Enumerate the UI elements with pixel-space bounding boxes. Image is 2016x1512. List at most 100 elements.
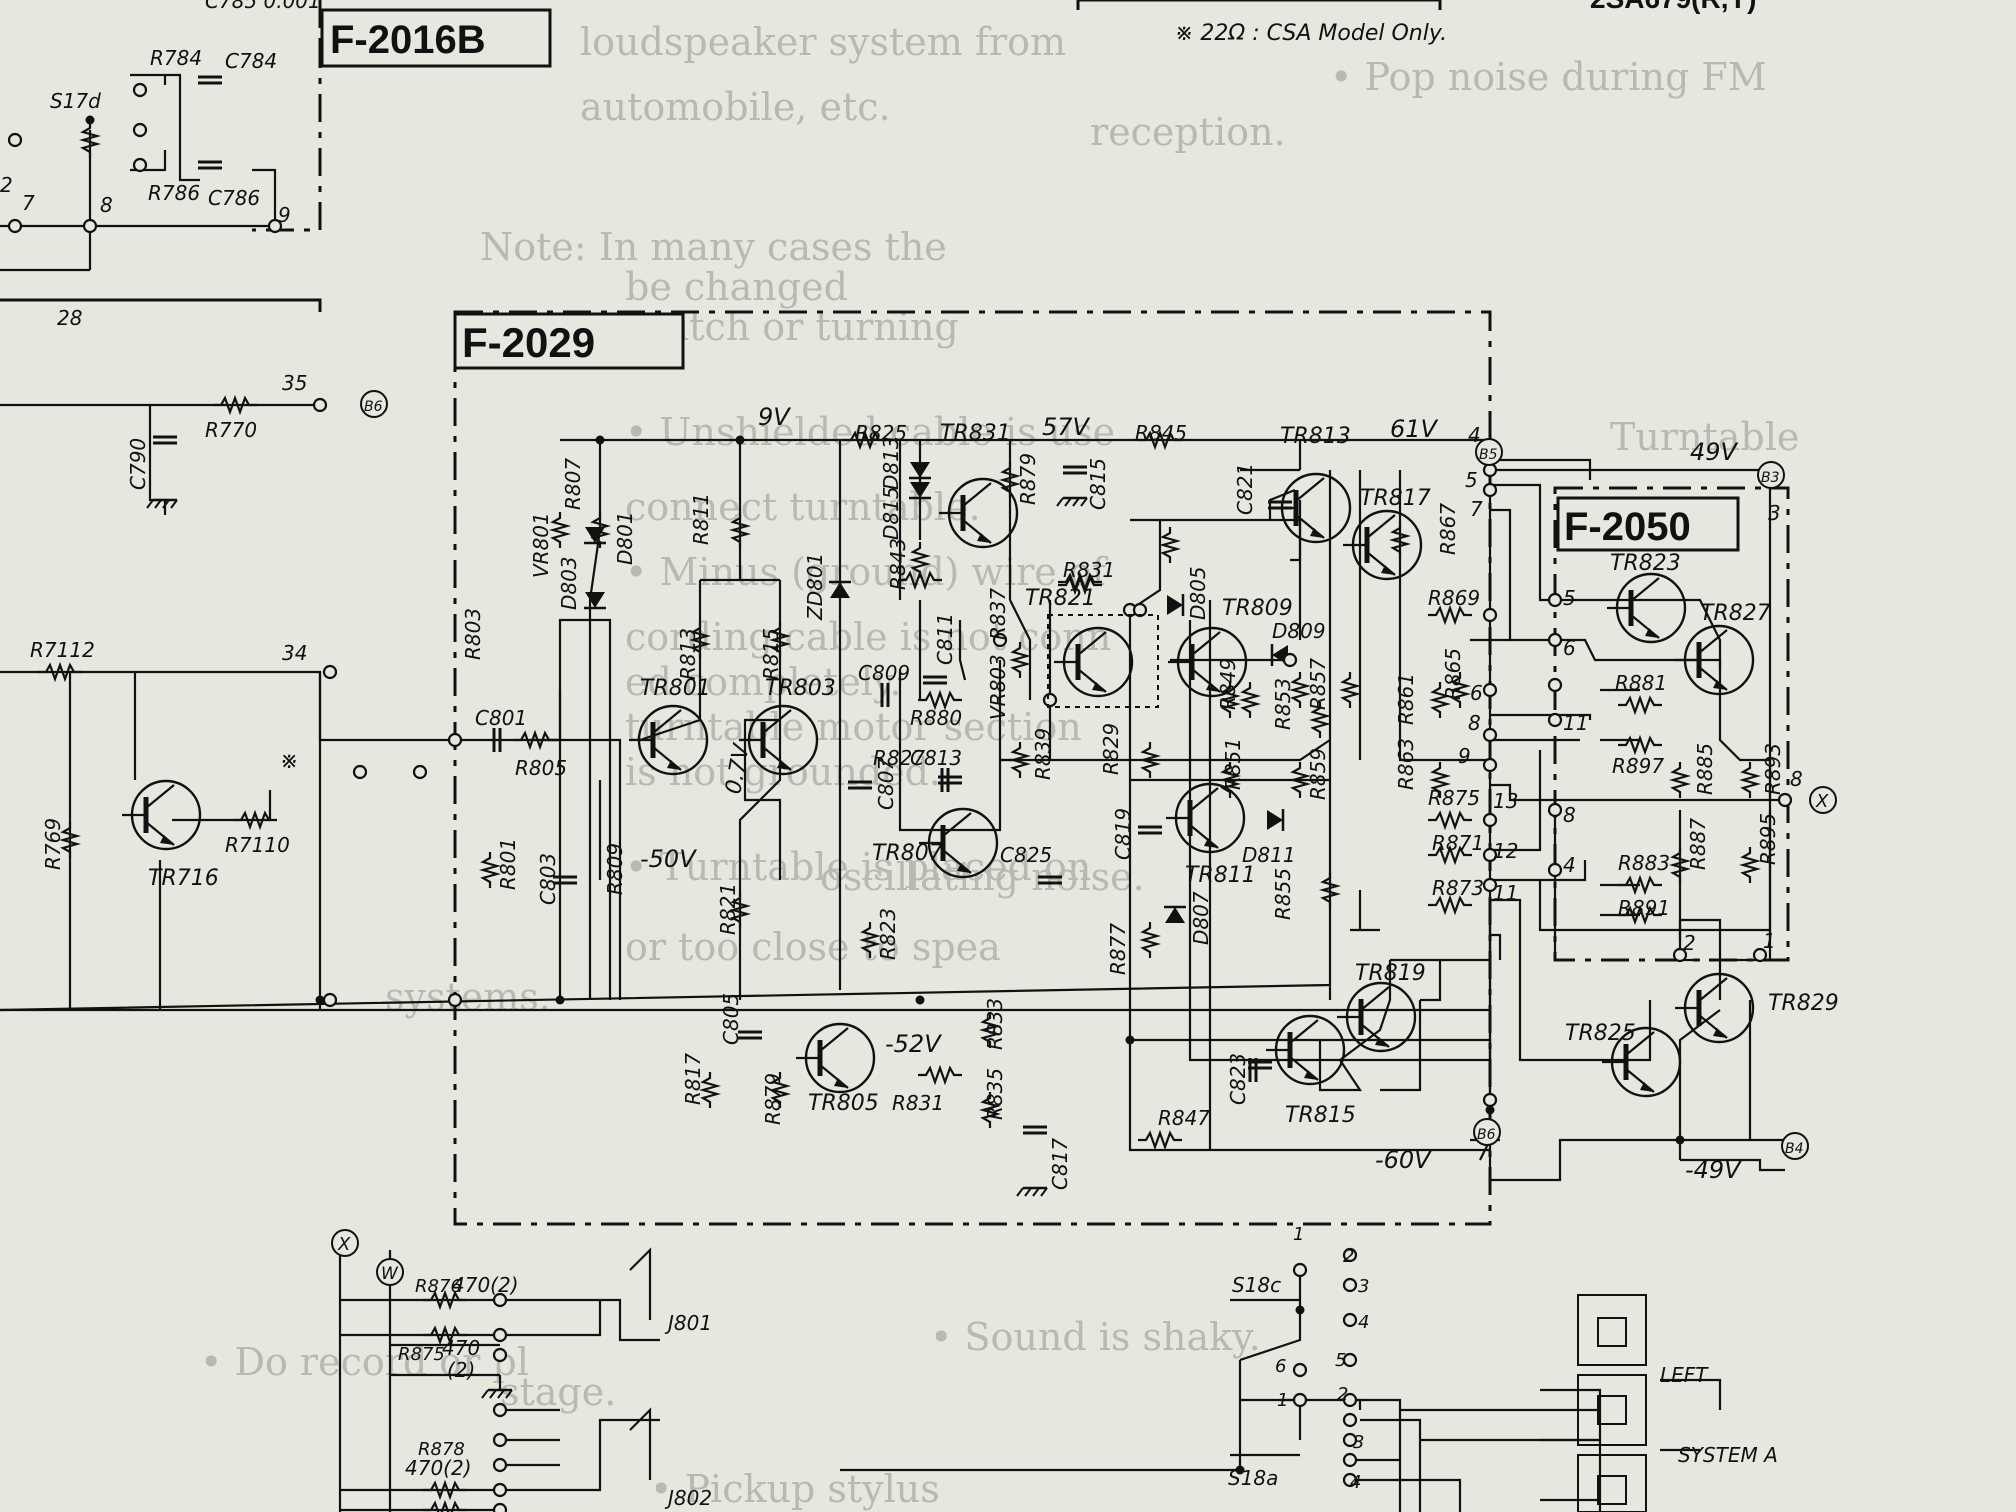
term-13: 13 — [1493, 789, 1518, 813]
r770-label: R770 — [205, 418, 257, 442]
tr803-label: TR803 — [765, 676, 836, 701]
d807-label: D807 — [1189, 891, 1213, 945]
r829-label: R829 — [1099, 723, 1123, 775]
s18c-label: S18c — [1232, 1273, 1281, 1297]
r823-label: R823 — [876, 908, 900, 960]
vr803-label: VR803 — [986, 654, 1010, 720]
c817-label: C817 — [1048, 1138, 1072, 1190]
background-text-line: reception. — [1090, 110, 1286, 154]
background-text-line: Turntable — [1610, 415, 1799, 459]
tr827-label: TR827 — [1700, 601, 1771, 626]
tr821-label: TR821 — [1025, 586, 1096, 611]
sw2-term-1: 1 — [1277, 1390, 1288, 1411]
d815-label: D815 — [879, 486, 903, 540]
r784-label: R784 — [150, 46, 202, 70]
r843-label: R843 — [886, 538, 910, 590]
label-x-bottom: X — [337, 1234, 351, 1255]
background-text-line: • Do record or pl — [200, 1340, 529, 1384]
term-2: 2 — [0, 173, 13, 197]
s17d-label: S17d — [50, 89, 101, 113]
r803-label: R803 — [461, 608, 485, 660]
r875-label: R875 — [1428, 786, 1480, 810]
label-b5: B5 — [1479, 447, 1498, 463]
term-8: 7 — [22, 191, 35, 215]
term-10b: 9 — [1458, 744, 1471, 768]
background-text-line: • Turntable is placed on — [625, 845, 1091, 889]
sw2-term-3: 3 — [1353, 1432, 1364, 1453]
c790-label: C790 — [126, 438, 150, 490]
r876-value: 470(2) — [452, 1273, 519, 1297]
r847-label: R847 — [1158, 1106, 1210, 1130]
c823-label: C823 — [1226, 1053, 1250, 1105]
tr831-label: TR831 — [940, 421, 1011, 446]
tr801-label: TR801 — [640, 676, 711, 701]
r885-label: R885 — [1693, 743, 1717, 795]
tr819-label: TR819 — [1355, 961, 1426, 986]
r805-label: R805 — [515, 756, 567, 780]
background-text-line: • Minus (ground) wire of — [625, 550, 1109, 594]
r831b-label: R831 — [1063, 558, 1115, 582]
c813-label: C813 — [910, 746, 962, 770]
term-12: 12 — [1493, 839, 1518, 863]
r7112-label: R7112 — [30, 638, 95, 662]
tr807-label: TR807 — [872, 841, 943, 866]
tr815-label: TR815 — [1285, 1103, 1356, 1128]
sw-term-2: 2 — [1343, 1246, 1354, 1267]
background-text-line: loudspeaker system from — [580, 20, 1066, 64]
r827-label: R827 — [873, 746, 925, 770]
background-text-line: Note: In many cases the — [480, 225, 947, 269]
c821-label: C821 — [1233, 463, 1257, 515]
r881-label: R881 — [1615, 671, 1667, 695]
sw-term-4: 4 — [1358, 1312, 1369, 1333]
f2050-term-6: 6 — [1563, 636, 1576, 660]
sw2-term-2: 2 — [1337, 1384, 1348, 1405]
c809-label: C809 — [858, 661, 910, 685]
r837-label: R837 — [986, 588, 1010, 640]
csa-note: ※ 22Ω : CSA Model Only. — [1175, 21, 1447, 46]
voltage-57v: 57V — [1042, 413, 1091, 441]
background-text-line: automobile, etc. — [580, 85, 891, 129]
r835-label: R835 — [983, 1068, 1007, 1120]
voltage-9v: 9V — [758, 403, 791, 431]
r831a-label: R831 — [892, 1091, 944, 1115]
d811-label: D811 — [1242, 843, 1296, 867]
r857-label: R857 — [1306, 658, 1330, 710]
c815-label: C815 — [1086, 458, 1110, 510]
r855-label: R855 — [1271, 868, 1295, 920]
background-text-line: systems. — [385, 975, 551, 1019]
d803-label: D803 — [557, 556, 581, 610]
r853-label: R853 — [1271, 678, 1295, 730]
label-b3: B3 — [1761, 470, 1780, 486]
j802-label: J802 — [664, 1486, 712, 1510]
sw-term-5: 5 — [1335, 1350, 1346, 1371]
background-text-line: be changed — [625, 265, 848, 309]
background-text-line: ed completely. — [625, 660, 901, 704]
terminals — [331, 390, 1837, 1286]
term-5: 5 — [1465, 468, 1478, 492]
zd801-label: ZD801 — [803, 553, 827, 621]
r817-label: R817 — [681, 1053, 705, 1105]
r880-label: R880 — [910, 706, 962, 730]
r893-label: R893 — [1761, 743, 1785, 795]
tr716-label: TR716 — [148, 866, 219, 891]
f2050-term-11: 11 — [1563, 711, 1588, 735]
tr811-label: TR811 — [1185, 863, 1256, 888]
r786-label: R786 — [148, 181, 200, 205]
term-7: 7 — [1470, 497, 1483, 521]
voltage-m52v: -52V — [885, 1030, 942, 1058]
r839-label: R839 — [1031, 728, 1055, 780]
f2050-term-5: 5 — [1563, 586, 1576, 610]
r873-label: R873 — [1432, 876, 1484, 900]
s18a-label: S18a — [1228, 1466, 1278, 1490]
r861-label: R861 — [1394, 673, 1418, 725]
r887-label: R887 — [1686, 818, 1710, 870]
voltage-m60v: -60V — [1375, 1146, 1432, 1174]
voltage-61v: 61V — [1390, 415, 1439, 443]
term-6: 6 — [1470, 681, 1483, 705]
r879-label: R879 — [1016, 453, 1040, 505]
term-34: 34 — [282, 641, 307, 665]
c805-label: C805 — [719, 993, 743, 1045]
r878-value: 470(2) — [405, 1456, 472, 1480]
r811-label: R811 — [689, 493, 713, 545]
term-3: 3 — [1768, 501, 1781, 525]
